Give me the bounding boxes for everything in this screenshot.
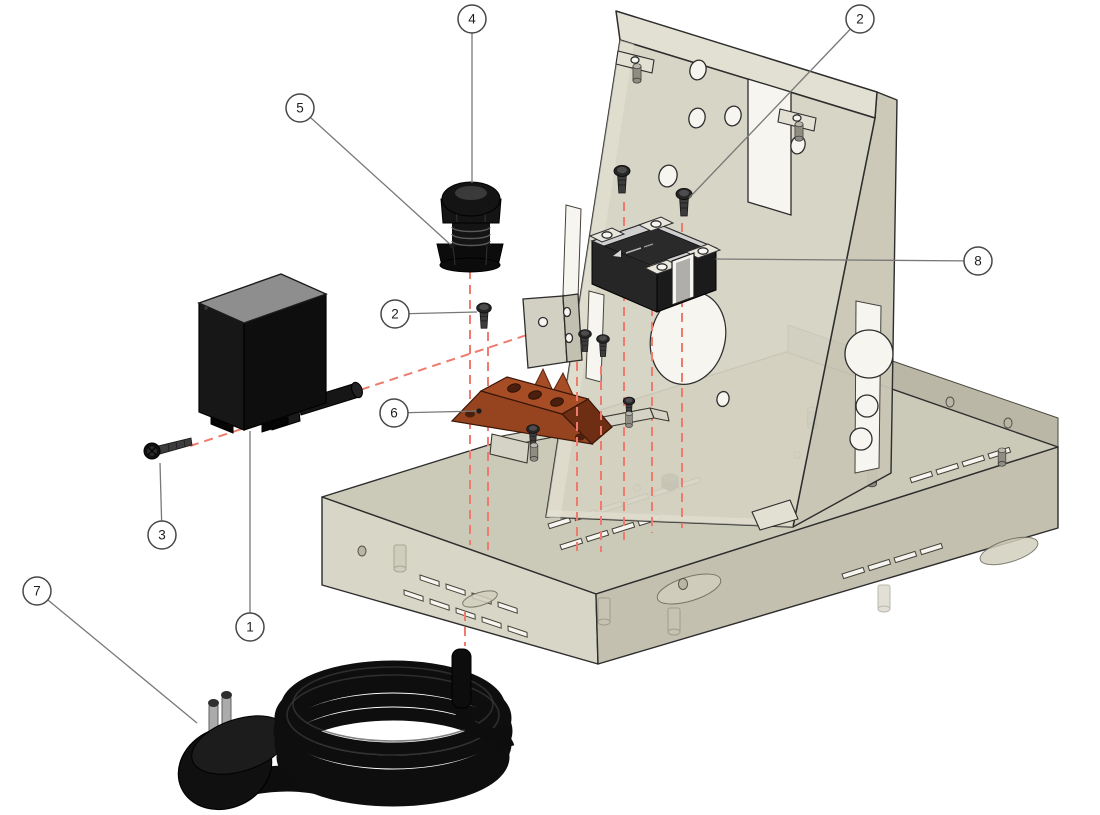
callout-bubble bbox=[285, 93, 315, 123]
terminal-block-assembly bbox=[450, 367, 670, 464]
callout-number: 1 bbox=[246, 620, 254, 635]
panel-slot-1 bbox=[562, 204, 582, 300]
leader-line bbox=[712, 258, 979, 262]
callout-number: 4 bbox=[468, 12, 476, 27]
leader-line bbox=[688, 18, 861, 199]
callout-bubble bbox=[963, 246, 993, 276]
panel-bottom-fold bbox=[546, 510, 793, 527]
leader-line bbox=[36, 590, 198, 724]
power-supply-box bbox=[197, 273, 363, 434]
callout-number: 2 bbox=[391, 307, 399, 322]
panel-mount-tab-2 bbox=[777, 108, 817, 142]
cable-gland bbox=[436, 181, 504, 273]
box-top-face bbox=[197, 273, 328, 324]
strip-end-plate bbox=[489, 433, 530, 464]
leader-dot bbox=[710, 256, 716, 262]
power-cord bbox=[177, 648, 515, 811]
panel-screw-mid bbox=[476, 302, 492, 329]
assembly-axis-lines-front bbox=[464, 362, 602, 646]
mounting-plate bbox=[522, 293, 583, 369]
relay-notch bbox=[671, 252, 695, 306]
callout-bubble bbox=[379, 398, 409, 428]
panel-bottom-tab bbox=[751, 499, 799, 531]
callout-part-1: 1 bbox=[235, 431, 265, 642]
callout-bubble bbox=[235, 612, 265, 642]
callout-number: 6 bbox=[390, 406, 398, 421]
callout-layer: 4 2 5 2 8 6 3 1 7 bbox=[22, 4, 993, 724]
callout-part-5: 5 bbox=[285, 93, 455, 249]
callout-part-7: 7 bbox=[22, 576, 198, 724]
tray-front-right-face bbox=[595, 446, 1059, 665]
callout-bubble bbox=[845, 4, 875, 34]
callout-part-2: 2 bbox=[380, 299, 478, 329]
panel-mount-tab-1 bbox=[615, 50, 655, 84]
mounting-screw bbox=[143, 437, 193, 460]
leader-line bbox=[299, 107, 453, 247]
callout-bubble bbox=[380, 299, 410, 329]
solid-state-relay bbox=[588, 216, 722, 313]
callout-part-4: 4 bbox=[457, 4, 487, 183]
callout-bubble bbox=[22, 576, 52, 606]
wing-large-hole bbox=[844, 329, 894, 379]
leader-dot bbox=[449, 243, 455, 249]
callout-number: 8 bbox=[974, 254, 982, 269]
callout-number: 3 bbox=[158, 528, 166, 543]
tray-cutouts bbox=[462, 536, 1039, 608]
callout-bubble bbox=[147, 520, 177, 550]
callout-number: 2 bbox=[856, 12, 864, 27]
panel-rect-cutout bbox=[747, 78, 792, 216]
leader-dot bbox=[476, 408, 482, 414]
callout-bubble bbox=[457, 4, 487, 34]
callout-part-3: 3 bbox=[147, 462, 177, 550]
panel-holes bbox=[649, 59, 806, 408]
relay-mounting-tabs bbox=[588, 216, 722, 275]
wing-hole-1 bbox=[855, 394, 879, 418]
callout-number: 5 bbox=[296, 101, 304, 116]
wing-hole-2 bbox=[849, 427, 873, 451]
callout-number: 7 bbox=[33, 584, 41, 599]
cord-end bbox=[451, 648, 515, 750]
callout-part-6: 6 bbox=[379, 398, 482, 428]
callout-part-2: 2 bbox=[688, 4, 875, 199]
relay-brand-label bbox=[613, 243, 654, 257]
terminal-block bbox=[450, 367, 613, 445]
callout-part-8: 8 bbox=[710, 246, 993, 276]
